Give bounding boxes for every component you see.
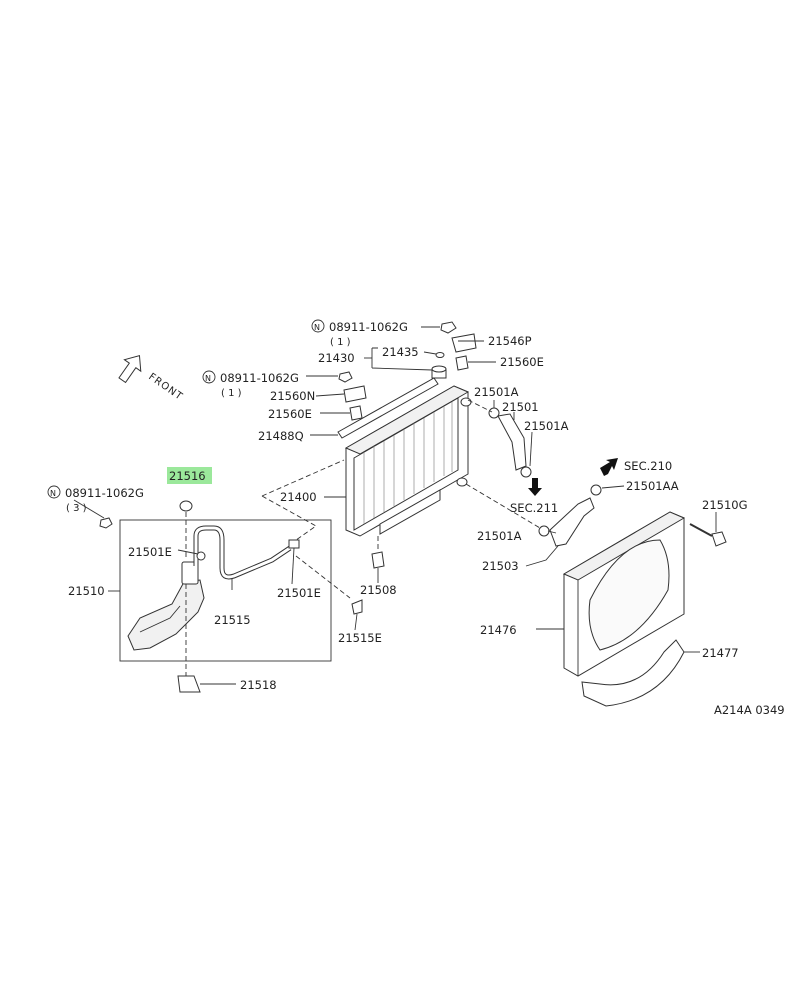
part-label-21503[interactable]: 21503: [482, 559, 519, 573]
bolt-callout-mid: N 08911-1062G ( 1 ): [202, 370, 299, 399]
lower-hose-21503: [549, 497, 595, 547]
part-label-21510[interactable]: 21510: [68, 584, 105, 598]
part-label-21488Q[interactable]: 21488Q: [258, 429, 304, 443]
part-label-21560E-right[interactable]: 21560E: [500, 355, 544, 369]
bushing-21560E-left: [349, 405, 363, 421]
bolt-callout-left: N 08911-1062G ( 3 ): [47, 485, 144, 514]
reservoir-tank: [127, 561, 205, 651]
bolt-left-icon: [99, 517, 113, 529]
clip-21501E-lower: [288, 539, 300, 549]
bracket-21560N: [343, 385, 367, 403]
part-label-21560E-left[interactable]: 21560E: [268, 407, 312, 421]
part-label-21501A-3[interactable]: 21501A: [477, 529, 522, 543]
bolt-callout-top: N 08911-1062G ( 1 ): [311, 319, 408, 348]
bushing-21560E-right: [455, 355, 469, 371]
svg-text:N: N: [314, 323, 320, 332]
diagram-code: A214A 0349: [714, 703, 785, 717]
clip-21501E-upper: [196, 551, 206, 561]
bracket-21546P: [451, 333, 477, 353]
section-ref-210[interactable]: SEC.210: [624, 459, 672, 473]
bracket-21508: [371, 551, 385, 569]
svg-text:08911-1062G: 08911-1062G: [65, 486, 144, 500]
part-label-21560N[interactable]: 21560N: [270, 389, 315, 403]
lower-shroud-21477: [581, 639, 685, 707]
svg-text:( 1 ): ( 1 ): [330, 337, 351, 348]
part-label-21510G[interactable]: 21510G: [702, 498, 748, 512]
part-label-21476[interactable]: 21476: [480, 623, 517, 637]
part-label-21501E-upper[interactable]: 21501E: [128, 545, 172, 559]
bolt-21510G: [689, 523, 727, 547]
section-ref-211[interactable]: SEC.211: [510, 501, 558, 515]
part-label-21501[interactable]: 21501: [502, 400, 539, 414]
sec211-arrow: [528, 478, 542, 496]
reservoir-group-box: [119, 519, 332, 662]
part-label-21477[interactable]: 21477: [702, 646, 739, 660]
clip-21515E: [351, 599, 363, 615]
part-label-21400[interactable]: 21400: [280, 490, 317, 504]
part-label-21435[interactable]: 21435: [382, 345, 419, 359]
bracket-21518: [177, 675, 201, 693]
highlight-21516: [167, 467, 212, 484]
cap-21516: [179, 500, 193, 512]
leader-lines: [73, 326, 717, 685]
bolt-mid-icon: [338, 371, 353, 383]
clamp-21501AA: [590, 484, 602, 496]
part-label-21508[interactable]: 21508: [360, 583, 397, 597]
part-label-21501A-2[interactable]: 21501A: [524, 419, 569, 433]
sec210-arrow: [600, 458, 618, 476]
svg-text:N: N: [50, 489, 56, 498]
svg-text:N: N: [205, 374, 211, 383]
part-label-21430[interactable]: 21430: [318, 351, 355, 365]
svg-text:08911-1062G: 08911-1062G: [220, 371, 299, 385]
part-label-21516[interactable]: 21516: [169, 469, 206, 483]
radiator-21400: [344, 385, 472, 537]
seal-21435: [435, 352, 445, 358]
svg-text:08911-1062G: 08911-1062G: [329, 320, 408, 334]
part-label-21501E-lower[interactable]: 21501E: [277, 586, 321, 600]
clamp-21501A-2: [520, 466, 532, 478]
svg-text:( 3 ): ( 3 ): [66, 503, 87, 514]
part-label-21515E[interactable]: 21515E: [338, 631, 382, 645]
part-label-21546P[interactable]: 21546P: [488, 334, 532, 348]
clamp-21501A-3: [538, 525, 550, 537]
upper-hose-21501: [497, 413, 527, 471]
part-label-21518[interactable]: 21518: [240, 678, 277, 692]
hose-21515: [193, 525, 292, 580]
part-label-21501AA[interactable]: 21501AA: [626, 479, 679, 493]
front-arrow: [118, 354, 142, 384]
front-label: FRONT: [146, 371, 184, 402]
part-label-21501A-1[interactable]: 21501A: [474, 385, 519, 399]
svg-text:( 1 ): ( 1 ): [221, 388, 242, 399]
mount-rubber-21488Q: [337, 377, 439, 439]
fan-shroud-21476: [562, 511, 686, 677]
bolt-top-icon: [440, 321, 457, 334]
clamp-21501A-1: [488, 407, 500, 419]
part-label-21515[interactable]: 21515: [214, 613, 251, 627]
